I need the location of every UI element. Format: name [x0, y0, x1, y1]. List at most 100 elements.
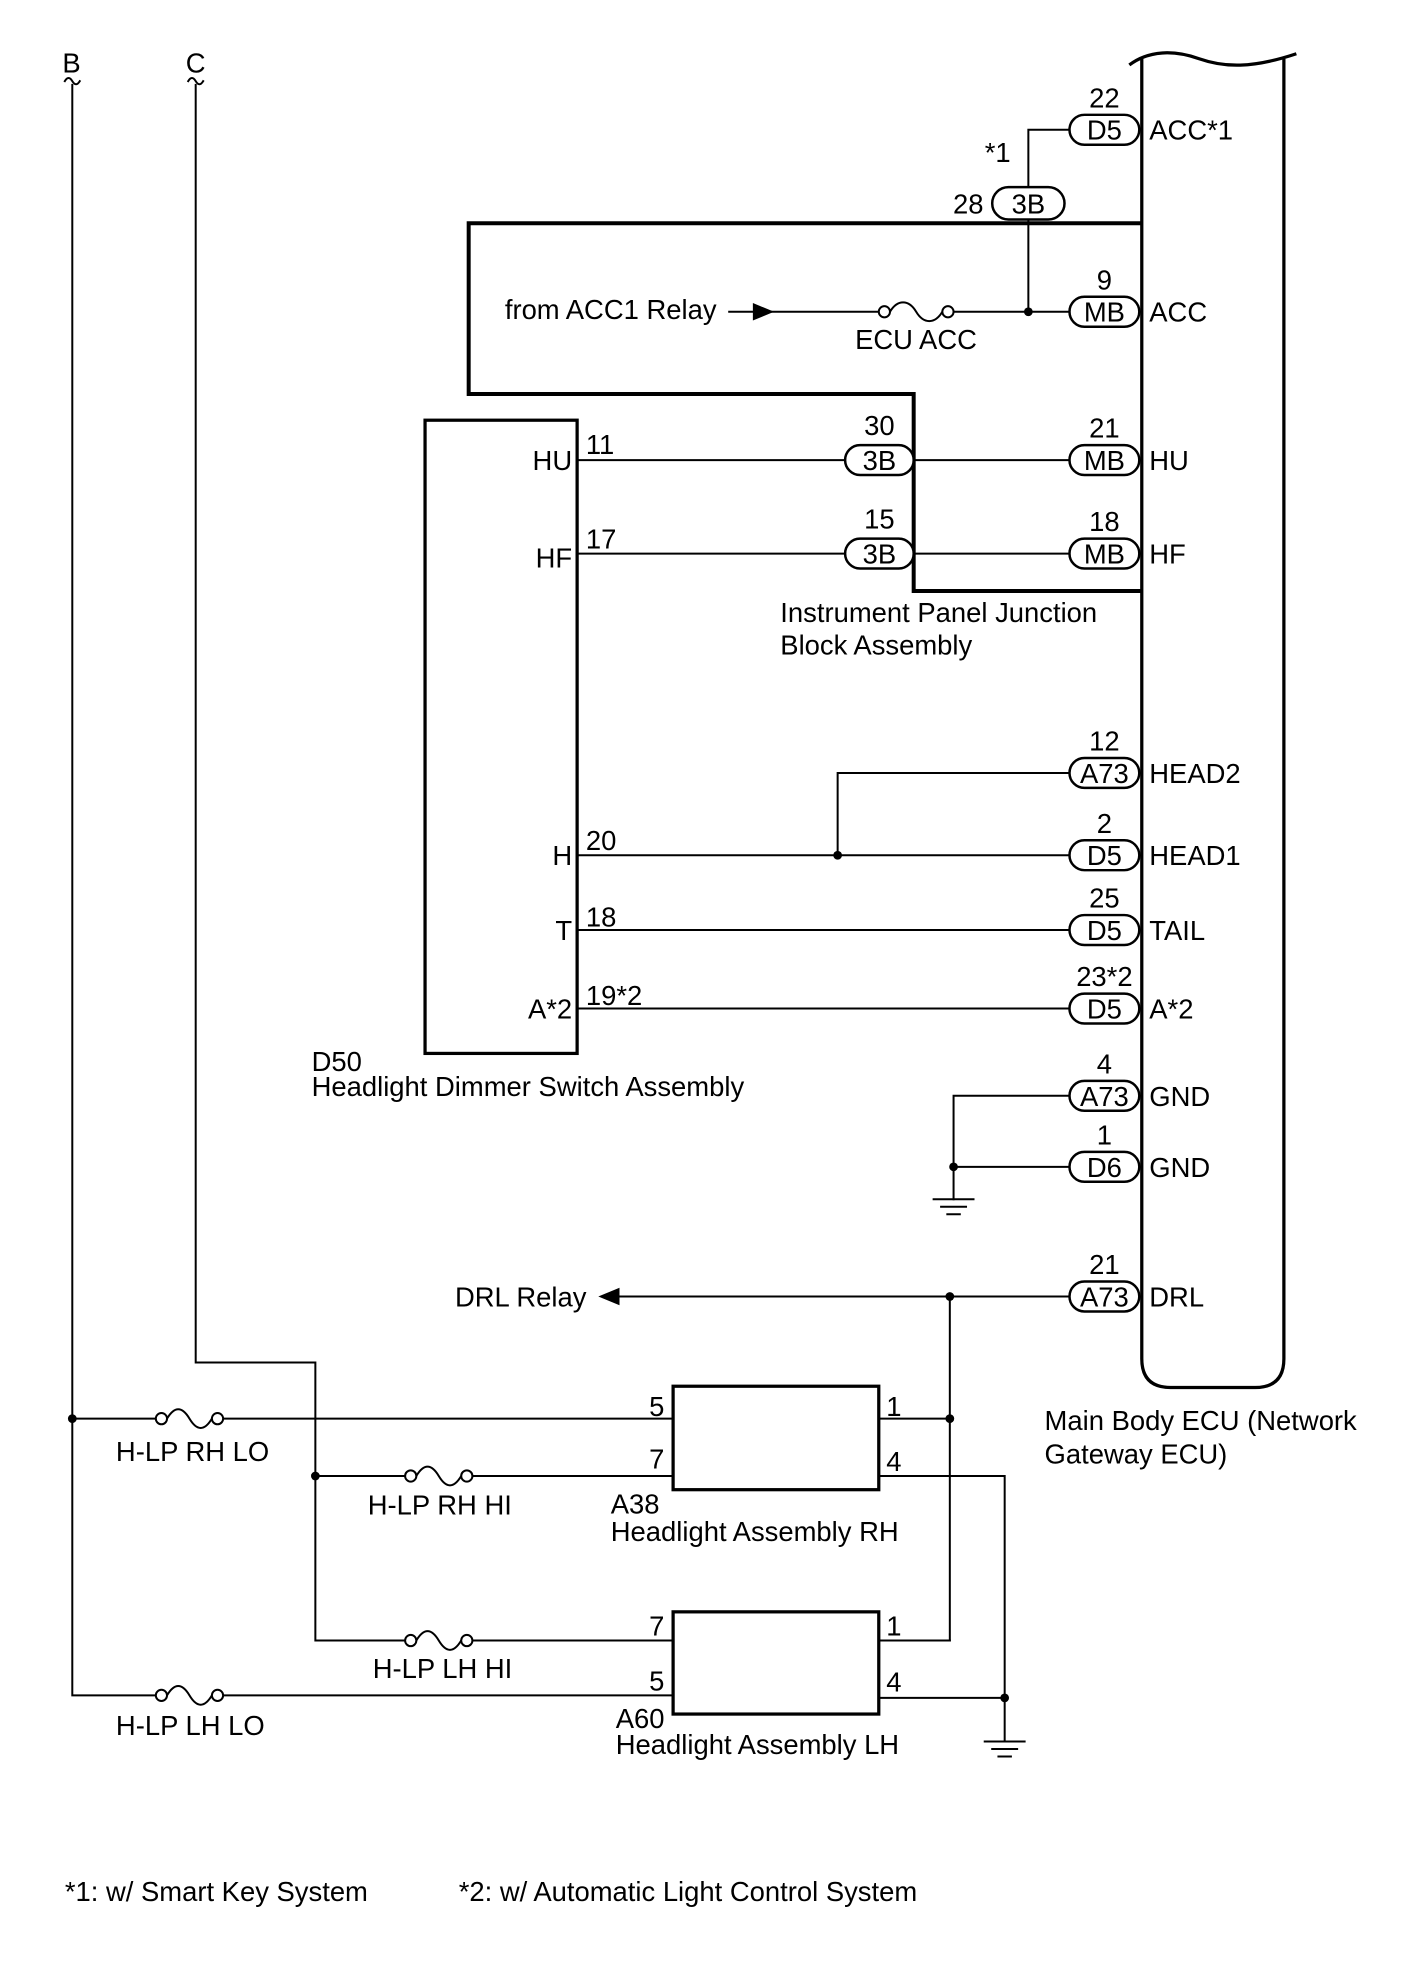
connector-code: A73 [1080, 1281, 1129, 1312]
junction-dot [1000, 1693, 1010, 1703]
pin-number: 25 [1089, 883, 1119, 914]
pin-number: 9 [1097, 264, 1112, 295]
branch-label-c: C [186, 47, 206, 78]
fuse-label-rh-lo: H-LP RH LO [116, 1436, 269, 1467]
pin-number: 23*2 [1076, 961, 1132, 992]
fuses [154, 301, 955, 1706]
headlight-rh-code: A38 [611, 1488, 660, 1519]
fuse-label-ecu-acc: ECU ACC [855, 324, 977, 355]
acc-source-label: from ACC1 Relay [505, 294, 717, 325]
wires [63, 77, 1071, 1743]
fuse-terminal [460, 1633, 474, 1648]
fuse-ecu-acc-icon [877, 301, 955, 323]
ecu-break-line [1128, 51, 1297, 67]
junction-dot [945, 1414, 955, 1424]
headlight-rh-pin-drl: 1 [886, 1391, 901, 1422]
connector-code: D6 [1087, 1152, 1122, 1183]
terminal-name: GND [1149, 1152, 1210, 1183]
branch-b-break [63, 77, 82, 86]
fuse-label-rh-hi: H-LP RH HI [368, 1490, 512, 1521]
wire-gnd-a73 [952, 1094, 1071, 1201]
connector-shape [1068, 443, 1141, 477]
junction-dot [833, 850, 843, 860]
connector-code: D5 [1087, 915, 1122, 946]
connector-code: 3B [1012, 188, 1046, 219]
junction-dot [1023, 307, 1033, 317]
connector-shape [1068, 913, 1141, 947]
connector-code: MB [1084, 297, 1125, 328]
terminal-name: ACC*1 [1149, 115, 1233, 146]
terminal-name: DRL [1149, 1281, 1204, 1312]
fuse-rh-lo-icon [154, 1408, 225, 1429]
ground-icon [983, 1740, 1026, 1758]
connector-shape [1068, 1150, 1141, 1184]
connector-shape [1068, 992, 1141, 1025]
ground-icon [932, 1198, 975, 1216]
connector-code: D5 [1087, 115, 1122, 146]
dimmer-switch-code: D50 [312, 1046, 362, 1077]
pin-number: 28 [953, 188, 983, 219]
junction-connector-acc1: 3B 28 *1 [953, 137, 1066, 221]
junction-connector-hu: 3B 30 [843, 410, 915, 477]
connector-code: D5 [1087, 840, 1122, 871]
fuse-terminal [941, 305, 955, 319]
connector-code: A73 [1080, 1081, 1129, 1112]
pin-number: 15 [864, 504, 894, 535]
pin-number: 30 [864, 410, 894, 441]
pin-number: 21 [1089, 1249, 1119, 1280]
dimmer-pin-auto: 19*2 [586, 980, 642, 1011]
fuse-terminal [154, 1688, 169, 1702]
connector-shape [843, 443, 915, 477]
arrow-left-icon [598, 1287, 620, 1306]
terminal-name: GND [1149, 1081, 1210, 1112]
pin-number: 12 [1089, 726, 1119, 757]
fuse-terminal [210, 1688, 225, 1702]
wire-acc1-ecu [1027, 128, 1071, 189]
junction-dot [945, 1292, 955, 1301]
drl-relay-label: DRL Relay [455, 1281, 587, 1312]
pin-number: 18 [1089, 506, 1119, 537]
connector-code: MB [1084, 539, 1125, 570]
fuse-element [414, 1465, 463, 1487]
junction-connector-hf: 3B 15 [843, 504, 915, 570]
headlight-rh-pin-hi: 7 [649, 1444, 664, 1475]
junction-dots [67, 307, 1033, 1703]
junction-dot [949, 1162, 958, 1172]
ecu-outline [1140, 58, 1286, 1390]
ecu-title-line1: Main Body ECU (Network [1045, 1405, 1358, 1436]
terminal-name: HEAD1 [1149, 840, 1240, 871]
fuse-terminal [154, 1412, 169, 1426]
headlight-rh-name: Headlight Assembly RH [611, 1516, 899, 1547]
connector-code: A73 [1080, 758, 1129, 789]
connector-shape [1068, 1079, 1141, 1113]
terminal-name: A*2 [1149, 994, 1193, 1025]
fuse-terminal [210, 1412, 225, 1426]
terminal-name: HF [1149, 539, 1186, 570]
terminal-name: ACC [1149, 297, 1207, 328]
headlight-rh-box [671, 1384, 881, 1492]
terminal-name: TAIL [1149, 915, 1205, 946]
terminal-name: HEAD2 [1149, 758, 1240, 789]
junction-dot [310, 1471, 320, 1481]
fuse-label-lh-hi: H-LP LH HI [373, 1653, 513, 1684]
ecu-title-line2: Gateway ECU) [1045, 1439, 1228, 1470]
pin-number: 2 [1097, 808, 1112, 839]
dimmer-terminal-auto: A*2 [528, 994, 572, 1025]
connector-shape [1068, 839, 1141, 872]
terminal-name: HU [1149, 445, 1189, 476]
pin-number: 1 [1097, 1119, 1112, 1150]
connector-code: 3B [863, 539, 897, 570]
headlight-lh-pin-hi: 7 [649, 1611, 664, 1642]
fuse-element [414, 1630, 463, 1651]
footnote-2: *2: w/ Automatic Light Control System [459, 1876, 918, 1907]
fuse-terminal [404, 1633, 418, 1648]
connector-shape [1068, 295, 1141, 328]
fuse-element [165, 1408, 214, 1429]
